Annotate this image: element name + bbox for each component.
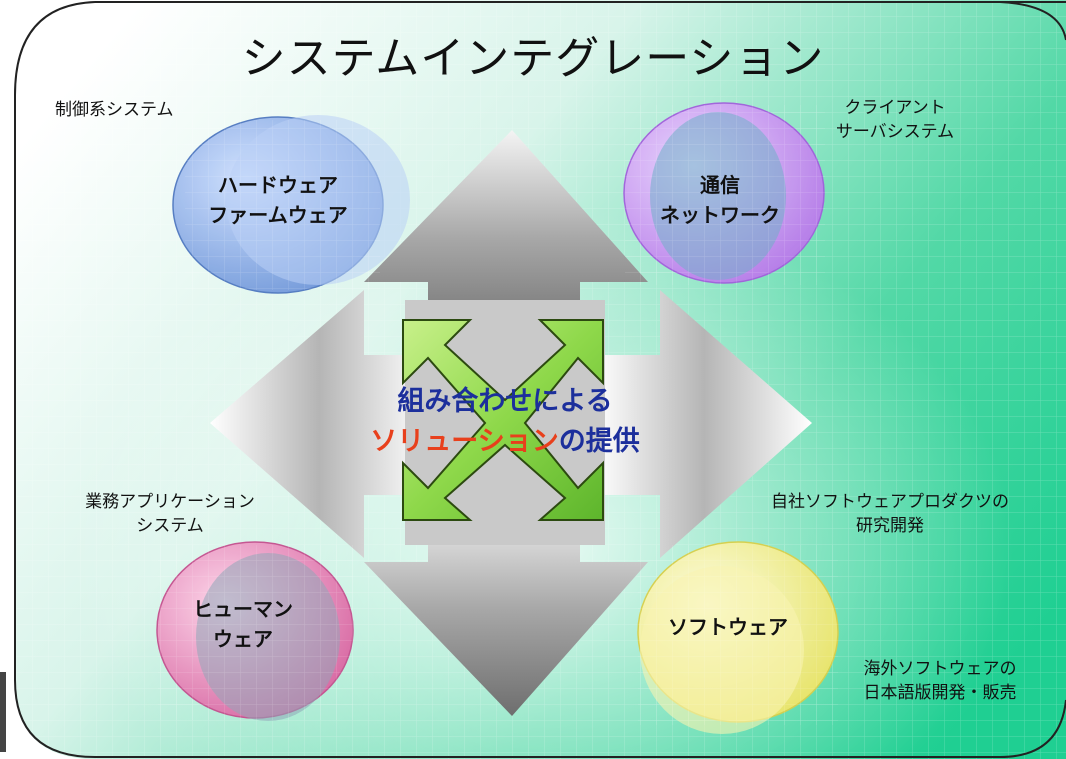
software-cylinder: [637, 541, 839, 734]
humanware-cylinder: [156, 541, 354, 721]
humanware-line2: ウェア: [213, 627, 273, 651]
hardware-cylinder-text: ハードウェア ファームウェア: [178, 170, 378, 230]
network-cylinder: [623, 102, 825, 285]
center-line2: ソリューションの提供: [345, 422, 665, 462]
edge-mark: [0, 672, 6, 752]
center-line2-rest: の提供: [558, 426, 640, 457]
label-own-products-line2: 研究開発: [856, 516, 924, 536]
label-own-products: 自社ソフトウェアプロダクツの 研究開発: [735, 490, 1045, 538]
page-title: システムインテグレーション: [241, 33, 825, 84]
center-line2-highlight: ソリューション: [370, 426, 559, 457]
label-business-app: 業務アプリケーション システム: [55, 490, 285, 538]
network-line1: 通信: [700, 173, 740, 197]
label-own-products-line1: 自社ソフトウェアプロダクツの: [771, 492, 1009, 512]
hardware-cylinder: [172, 115, 410, 294]
hardware-line1: ハードウェア: [218, 173, 338, 197]
center-green-arrows: [402, 319, 604, 521]
label-overseas: 海外ソフトウェアの 日本語版開発・販売: [835, 657, 1045, 705]
humanware-line1: ヒューマン: [193, 597, 293, 621]
label-client-server-line2: サーバシステム: [835, 122, 955, 142]
software-cylinder-text: ソフトウェア: [648, 612, 808, 642]
label-client-server-line1: クライアント: [844, 98, 946, 118]
network-line2: ネットワーク: [660, 203, 780, 227]
label-client-server: クライアント サーバシステム: [805, 96, 985, 144]
label-overseas-line2: 日本語版開発・販売: [863, 683, 1017, 703]
center-line1: 組み合わせによる: [397, 386, 613, 417]
label-overseas-line1: 海外ソフトウェアの: [863, 659, 1017, 679]
network-cylinder-text: 通信 ネットワーク: [640, 170, 800, 230]
label-control-system: 制御系システム: [55, 100, 174, 120]
label-business-app-line2: システム: [136, 516, 204, 536]
humanware-cylinder-text: ヒューマン ウェア: [158, 594, 328, 654]
center-message: 組み合わせによる ソリューションの提供: [345, 382, 665, 462]
hardware-line2: ファームウェア: [208, 203, 348, 227]
label-business-app-line1: 業務アプリケーション: [85, 492, 255, 512]
software-line1: ソフトウェア: [668, 615, 788, 639]
